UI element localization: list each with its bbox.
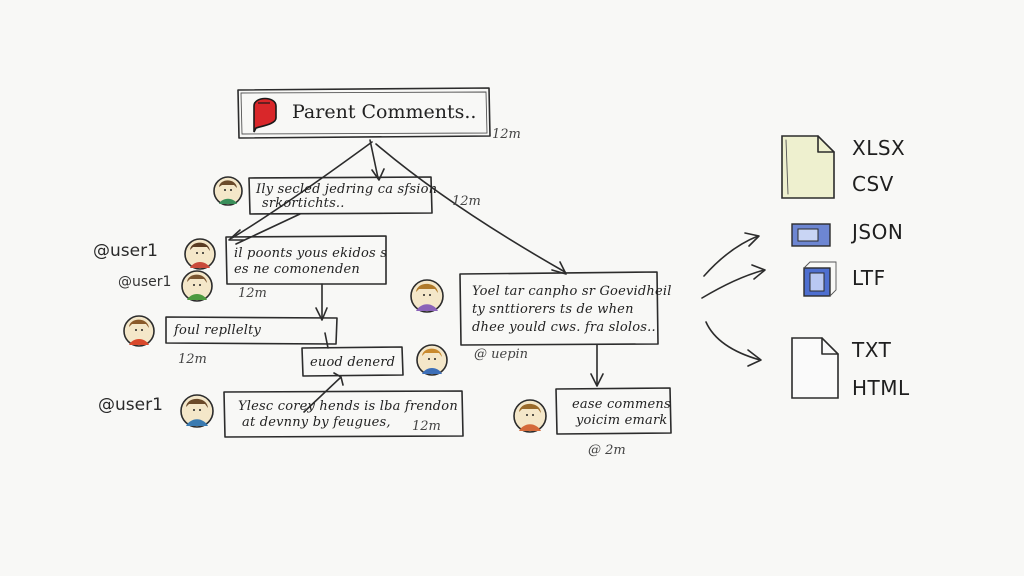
arrow-parent-to-c6 [375,143,566,273]
speech-bubble-icon [253,97,277,133]
comment-box-c1[interactable] [248,176,433,215]
avatar[interactable] [213,176,243,206]
avatar[interactable] [410,279,444,313]
avatar[interactable] [184,238,216,270]
comment-text-c6-line1: Yoel tar canpho sr Goevidheil [472,284,672,299]
export-arrow-1 [703,235,759,277]
comment-text-c5-line2: at devnny by feugues, [242,415,391,430]
comment-text-c1-line1: Ily secled jedring ca sfsion [256,182,438,197]
comment-box-c2[interactable] [225,235,387,285]
connectors [228,139,766,413]
comment-text-c6-line3: dhee yould cws. fra slolos.. [472,320,656,335]
comment-text-c1-line2: srkortichts.. [262,196,345,211]
json-file-icon[interactable] [791,223,831,247]
comment-text-c3: foul repllelty [174,323,262,338]
comment-time-c5: 12m [412,419,441,434]
arrow-c4-to-c5 [303,377,341,413]
arrow-parent-to-c2 [231,141,373,239]
arrow-parent-to-c1 [369,139,379,179]
format-label-csv[interactable]: CSV [852,172,894,196]
comment-time-c2: 12m [238,286,267,301]
comment-text-c2-line2: es ne comonenden [234,262,360,277]
comment-time-c3: 12m [178,352,207,367]
comment-time-c7: @ 2m [588,443,626,458]
avatar[interactable] [180,394,214,428]
format-label-xlsx[interactable]: XLSX [852,136,906,160]
format-label-html[interactable]: HTML [852,376,910,400]
format-label-txt[interactable]: TXT [852,338,892,362]
user-mention[interactable]: @user1 [118,274,172,290]
comment-box-c3[interactable] [165,316,338,345]
parent-comment-title: Parent Comments.. [292,101,477,123]
spreadsheet-file-icon[interactable] [781,135,835,199]
export-file-icons [781,135,839,399]
avatar[interactable] [513,399,547,433]
export-arrow-3 [705,321,761,361]
document-file-icon[interactable] [791,337,839,399]
comment-text-c5-line1: Ylesc corey hends is lba frendon [238,399,458,414]
user-mention[interactable]: @ uepin [474,347,529,362]
comment-text-c4: euod denerd [310,355,396,370]
comment-box-c6[interactable] [459,271,659,346]
comment-time-c1: 12m [452,194,481,209]
avatar[interactable] [123,315,155,347]
comment-box-c7[interactable] [555,387,672,435]
avatar[interactable] [416,344,448,376]
parent-comment-box[interactable] [237,87,491,139]
format-label-json[interactable]: JSON [852,220,904,244]
user-mention[interactable]: @user1 [93,241,158,261]
avatar[interactable] [181,270,213,302]
parent-comment-time: 12m [492,127,521,142]
export-arrow-2 [701,269,765,299]
comment-text-c2-line1: il poonts yous ekidos s [234,246,388,261]
ltf-file-icon[interactable] [803,261,837,297]
format-label-ltf[interactable]: LTF [852,266,886,290]
user-mention[interactable]: @user1 [98,395,163,415]
comment-box-c4[interactable] [301,346,404,377]
avatars [123,176,547,433]
comment-box-c5[interactable] [223,390,464,438]
arrow-c1-to-c2 [235,213,301,245]
comment-text-c6-line2: ty snttiorers ts de when [472,302,634,317]
comment-text-c7-line2: yoicim emark [576,413,668,428]
comment-text-c7-line1: ease commens [572,397,671,412]
arrow-c3-to-c4 [324,332,329,349]
